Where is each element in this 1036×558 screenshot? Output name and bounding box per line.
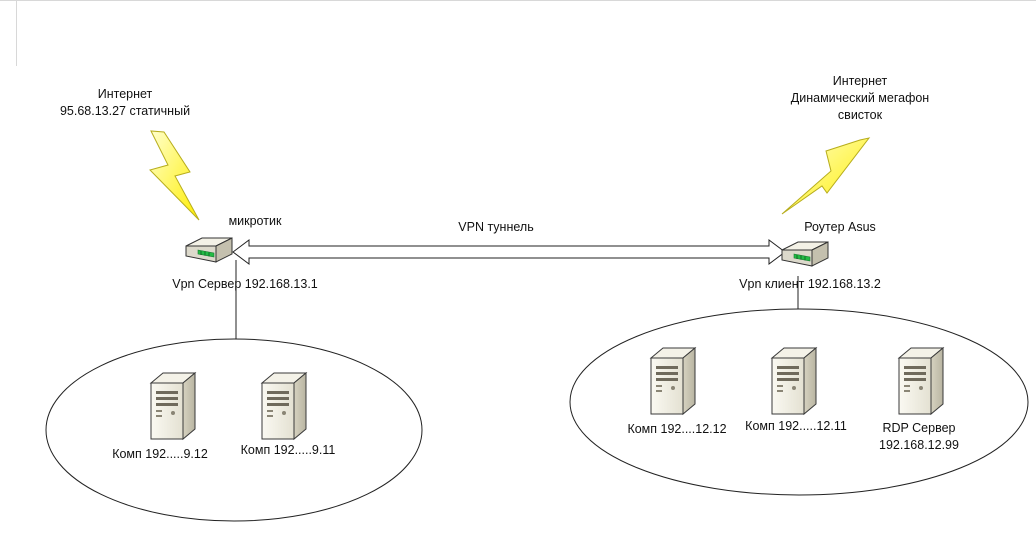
right-lan-ellipse [569, 308, 1029, 496]
vpn-tunnel-arrow [232, 239, 786, 265]
left-pc1-label: Комп 192.....9.12 [112, 447, 208, 461]
left-router-name: микротик [228, 214, 282, 228]
left-pc2-server-icon [261, 372, 307, 440]
right-router-icon [781, 241, 829, 267]
right-pc2-label: Комп 192.....12.11 [745, 419, 847, 433]
right-router-role: Vpn клиент 192.168.13.2 [739, 277, 881, 291]
right-lightning-icon [781, 137, 871, 215]
rdp-server-label: RDP Сервер 192.168.12.99 [864, 420, 974, 454]
right-internet-line3: свисток [837, 108, 883, 122]
right-internet-line2: Динамический мегафон [790, 91, 930, 105]
right-router-name: Роутер Asus [804, 220, 876, 234]
rdp-server-icon [898, 347, 944, 415]
left-lan-ellipse [45, 338, 423, 522]
left-lightning-icon [149, 130, 200, 221]
left-router-role: Vpn Сервер 192.168.13.1 [172, 277, 318, 291]
vpn-tunnel-label: VPN туннель [458, 220, 534, 234]
rdp-server-line1: RDP Сервер [882, 421, 956, 435]
right-internet-line1: Интернет [832, 74, 888, 88]
left-internet-line1: Интернет [97, 87, 153, 101]
left-internet-line2: 95.68.13.27 статичный [59, 104, 191, 118]
left-pc2-label: Комп 192.....9.11 [240, 443, 336, 457]
right-pc1-server-icon [650, 347, 696, 415]
left-internet-label: Интернет 95.68.13.27 статичный [40, 86, 210, 120]
left-router-icon [185, 237, 233, 263]
right-internet-label: Интернет Динамический мегафон свисток [770, 73, 950, 124]
left-pc1-server-icon [150, 372, 196, 440]
page-border-top [0, 0, 1036, 1]
right-pc1-label: Комп 192....12.12 [627, 422, 727, 436]
right-pc2-server-icon [771, 347, 817, 415]
rdp-server-line2: 192.168.12.99 [879, 438, 959, 452]
page-border-left [16, 0, 17, 66]
